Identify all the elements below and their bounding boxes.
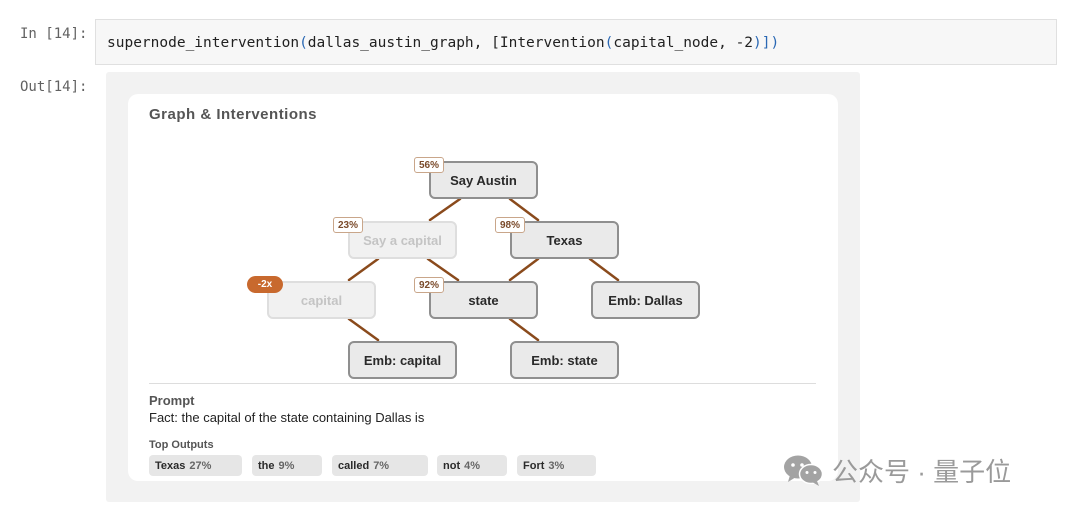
activation-badge: 98%	[495, 217, 526, 233]
edge-state-to-say-capital	[426, 257, 460, 282]
edge-say-capital-to-say-austin	[428, 197, 462, 222]
code-paren: (	[604, 35, 614, 51]
output-probability: 27%	[189, 459, 212, 472]
activation-badge: 56%	[414, 157, 445, 173]
code-cell-editor[interactable]: supernode_intervention(dallas_austin_gra…	[95, 19, 1057, 65]
output-probability: 7%	[373, 459, 390, 472]
input-prompt-label: In [14]:	[20, 26, 88, 42]
node-label: state	[468, 292, 499, 308]
intervention-badge: -2x	[247, 276, 283, 293]
edge-emb-state-to-state	[508, 317, 540, 342]
output-probability: 3%	[548, 459, 565, 472]
code-paren: (	[299, 35, 308, 51]
node-emb-state[interactable]: Emb: state	[510, 341, 619, 379]
node-say-austin[interactable]: Say Austin	[429, 161, 538, 199]
watermark-text: 公众号 · 量子位	[832, 456, 1012, 487]
node-emb-capital[interactable]: Emb: capital	[348, 341, 457, 379]
output-probability: 9%	[278, 459, 295, 472]
output-token: the	[258, 459, 275, 472]
edge-texas-to-say-austin	[508, 197, 540, 222]
output-prompt-label: Out[14]:	[20, 79, 88, 95]
output-token: not	[443, 459, 461, 472]
code-intervention-call: [Intervention	[491, 35, 605, 51]
top-outputs-heading: Top Outputs	[149, 439, 214, 451]
node-label: Emb: Dallas	[608, 292, 683, 308]
node-label: capital	[300, 292, 343, 308]
watermark: 公众号 · 量子位	[782, 452, 1011, 488]
node-texas[interactable]: Texas	[510, 221, 619, 259]
node-label: Texas	[546, 232, 583, 248]
output-token: Fort	[523, 459, 545, 472]
code-function-name: supernode_intervention	[107, 35, 300, 51]
prompt-heading: Prompt	[149, 393, 195, 408]
output-probability: 4%	[464, 459, 481, 472]
edge-emb-capital-to-capital	[347, 317, 380, 342]
node-emb-dallas[interactable]: Emb: Dallas	[591, 281, 700, 319]
code-arg-graph: dallas_austin_graph,	[307, 35, 492, 51]
section-divider	[149, 383, 816, 384]
node-label: Emb: capital	[363, 352, 442, 368]
prompt-text: Fact: the capital of the state containin…	[149, 410, 425, 425]
node-state[interactable]: state	[429, 281, 538, 319]
code-close-parens: )])	[753, 35, 780, 51]
code-arg-scale: -2	[735, 35, 754, 51]
activation-badge: 23%	[333, 217, 364, 233]
activation-badge: 92%	[414, 277, 445, 293]
panel-title: Graph & Interventions	[149, 106, 318, 123]
edge-emb-dallas-to-texas	[588, 257, 620, 282]
node-label: Say a capital	[363, 232, 442, 248]
output-token: Texas	[155, 459, 186, 472]
node-say-a-capital[interactable]: Say a capital	[348, 221, 457, 259]
edge-capital-to-say-capital	[347, 257, 380, 282]
node-capital[interactable]: capital	[267, 281, 376, 319]
node-label: Say Austin	[450, 172, 517, 188]
wechat-icon	[784, 455, 824, 486]
edge-state-to-texas	[508, 257, 540, 282]
code-arg-node: capital_node,	[613, 35, 736, 51]
node-label: Emb: state	[531, 352, 598, 368]
output-token: called	[338, 459, 370, 472]
